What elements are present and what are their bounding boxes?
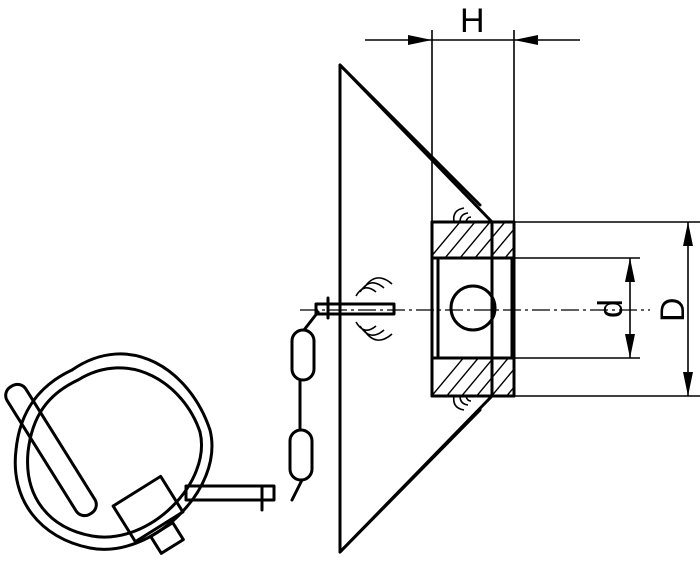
arrow-right-h (514, 35, 538, 45)
linch-pin-connector (184, 484, 276, 502)
arrow-top-d-large (683, 222, 693, 246)
weld-mark-top (452, 207, 472, 223)
arrow-top-d-small (625, 258, 635, 282)
hatch-bottom (432, 358, 514, 396)
plate-inner-bottom (338, 408, 482, 554)
chain-link-top (302, 310, 320, 332)
bushing (430, 207, 516, 411)
dimension-h: H (365, 2, 580, 222)
arrow-bottom-d-small (625, 334, 635, 358)
weld-mark-bottom (452, 395, 472, 411)
spring-mark-bottom (355, 321, 393, 341)
label-d-small: d (592, 299, 630, 318)
linch-pin-ring-inner (26, 366, 203, 539)
plate-outline (338, 63, 494, 554)
plate (338, 63, 494, 554)
dimension-d-large: D (514, 221, 700, 397)
label-h: H (460, 2, 485, 40)
chain (288, 310, 320, 502)
linch-pin-shaft (4, 382, 98, 518)
bushing-outline (430, 220, 516, 398)
hatch-top (432, 222, 514, 258)
chain-link-1 (290, 328, 316, 382)
label-d-large: D (654, 297, 692, 322)
arrow-bottom-d-large (683, 372, 693, 396)
linch-pin-tip (149, 521, 185, 555)
chain-link-3 (288, 428, 314, 482)
anchor-pin (314, 277, 396, 341)
linch-pin (4, 352, 276, 555)
chain-link-4 (290, 478, 304, 502)
plate-inner-top (338, 63, 482, 207)
bushing-bore (436, 256, 514, 360)
linch-pin-head (111, 474, 185, 544)
spring-mark-top (355, 277, 393, 297)
bore-hole (449, 284, 497, 332)
anchor-pin-body (314, 302, 396, 316)
linch-pin-ring-outer (13, 352, 214, 551)
arrow-left-h (408, 35, 432, 45)
bushing-flange-bottom (430, 356, 516, 398)
dimension-d-small: d (512, 257, 640, 359)
